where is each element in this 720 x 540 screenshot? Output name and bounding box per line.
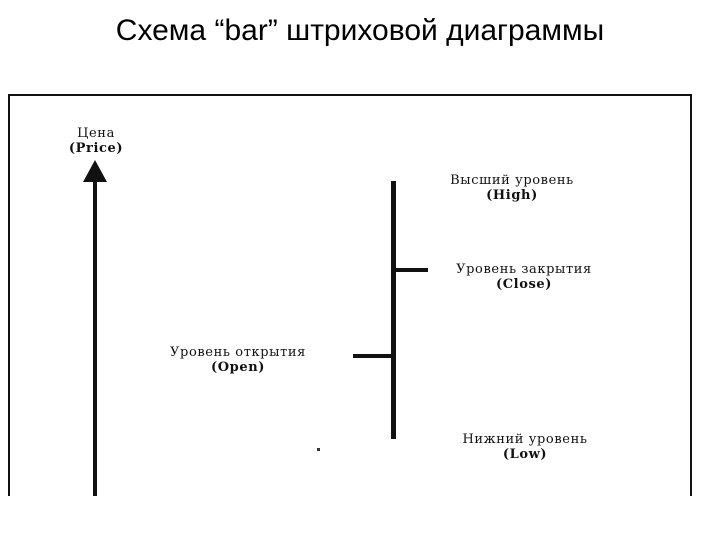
- close-tick: [394, 268, 428, 272]
- low-level-label: Нижний уровень (Low): [462, 432, 587, 462]
- low-label-ru: Нижний уровень: [462, 432, 588, 447]
- open-label-en: (Open): [210, 360, 266, 375]
- price-label-ru: Цена: [77, 126, 115, 141]
- high-label-en: (High): [486, 188, 538, 203]
- figure-frame: [8, 94, 692, 496]
- high-label-ru: Высший уровень: [450, 173, 574, 188]
- high-low-bar: [391, 181, 396, 439]
- price-axis-line: [93, 180, 97, 496]
- close-level-label: Уровень закрытия (Close): [456, 262, 592, 292]
- close-label-ru: Уровень закрытия: [456, 262, 592, 277]
- low-label-en: (Low): [502, 447, 548, 462]
- price-axis-label: Цена (Price): [69, 126, 123, 156]
- slide-title: Схема “bar” штриховой диаграммы: [115, 14, 605, 47]
- open-tick: [353, 354, 393, 358]
- scan-speck: [317, 448, 320, 451]
- close-label-en: (Close): [495, 277, 553, 292]
- high-level-label: Высший уровень (High): [450, 173, 574, 203]
- open-label-ru: Уровень открытия: [170, 345, 306, 360]
- open-level-label: Уровень открытия (Open): [170, 345, 306, 375]
- price-label-en: (Price): [68, 141, 124, 156]
- price-axis-arrowhead: [83, 160, 107, 182]
